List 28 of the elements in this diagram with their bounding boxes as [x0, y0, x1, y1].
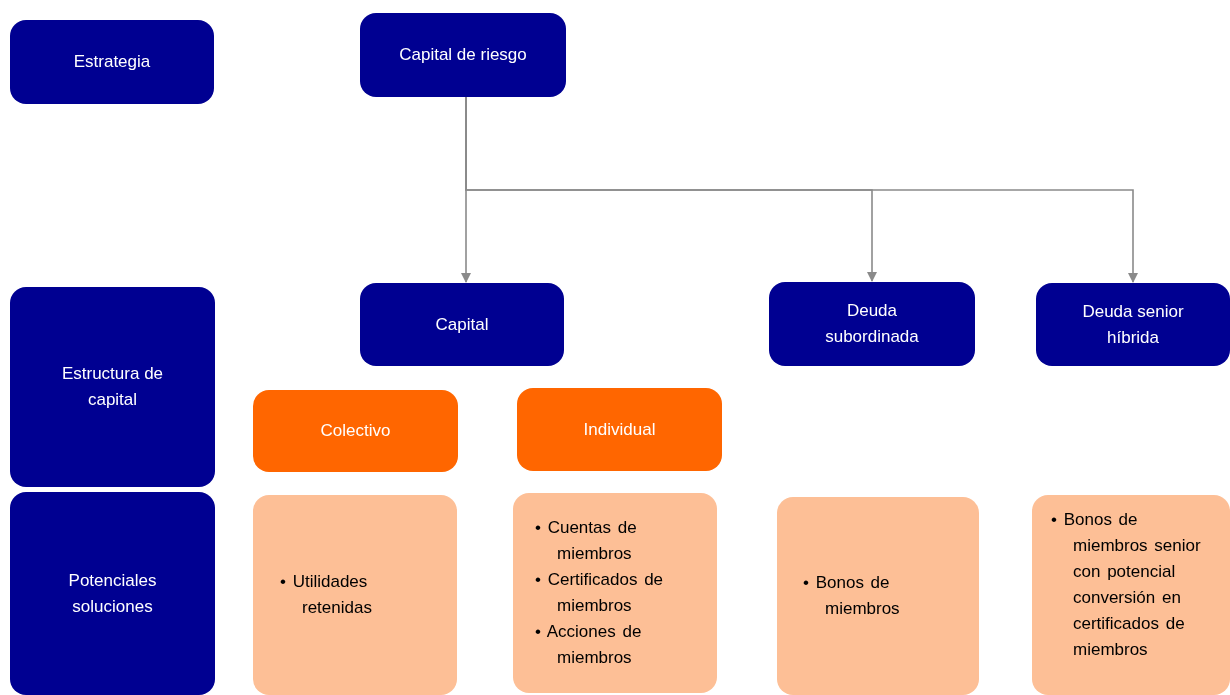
box-label: Individual [583, 418, 656, 441]
subcategory-box [253, 390, 458, 472]
category-box [10, 20, 214, 104]
box-label: Colectivo [320, 420, 391, 442]
box-label: Potenciales soluciones [67, 569, 158, 618]
box-label: Deuda subordinada [824, 300, 920, 348]
bullet-item: • Cuentas de miembros [535, 517, 638, 565]
box-label: Estructura de capital [60, 363, 165, 411]
bullet-item: • Certificados de miembros [535, 569, 665, 617]
box-label: Estrategia [73, 51, 151, 73]
solution-box [777, 497, 979, 695]
box-label: Capital [435, 313, 489, 336]
category-box [1036, 283, 1230, 366]
category-box [360, 283, 564, 366]
solution-box [253, 495, 457, 695]
bullet-item: • Utilidades retenidas [280, 571, 373, 619]
category-box [769, 282, 975, 366]
category-box [10, 492, 215, 695]
solution-box [1032, 495, 1230, 695]
bullet-item: • Bonos de miembros senior con potencial conversión en certificados de miembros [1051, 509, 1202, 661]
bullet-item: • Acciones de miembros [535, 621, 643, 669]
bullet-item: • Bonos de miembros [803, 572, 901, 620]
category-box [360, 13, 566, 97]
subcategory-box [517, 388, 722, 471]
category-box [10, 287, 215, 487]
box-label: Capital de riesgo [399, 44, 527, 66]
solution-box [513, 493, 717, 693]
box-label: Deuda senior híbrida [1081, 300, 1185, 349]
